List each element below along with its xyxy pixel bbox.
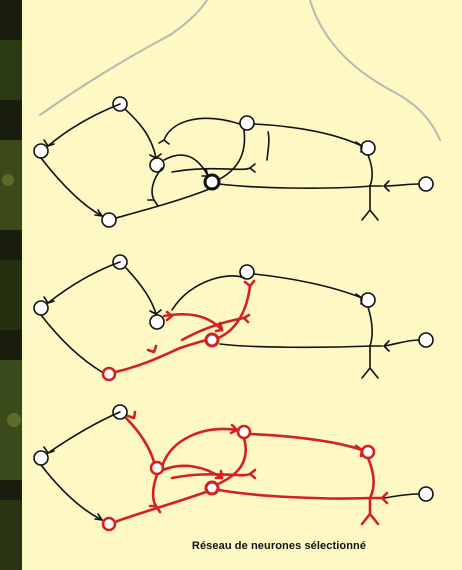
neuron-cell-4: [150, 158, 164, 172]
diagram-panel: Réseau de neurones sélectionné: [22, 0, 462, 570]
selected-neuron-cell-4: [151, 462, 163, 474]
diagram-caption: Réseau de neurones sélectionné: [154, 540, 404, 552]
neuron-cell-3: [102, 213, 116, 227]
neuron-cell-7: [361, 293, 375, 307]
neuron-cell-8: [419, 177, 433, 191]
neuron-cell-2: [34, 301, 48, 315]
selected-neuron-cell-3: [103, 518, 115, 530]
tissue-outline: [40, 0, 440, 140]
neuron-cell-2: [34, 451, 48, 465]
network-panel-3: [34, 405, 433, 530]
neuron-cell-2: [34, 144, 48, 158]
neuron-cell-4: [150, 315, 164, 329]
selected-neuron-cell-6: [206, 334, 218, 346]
neuron-cell-7: [361, 141, 375, 155]
selected-neuron-cell-3: [103, 368, 115, 380]
selected-neuron-cell-7: [362, 446, 374, 458]
network-panel-2: [34, 255, 433, 380]
network-panel-1: [34, 97, 433, 227]
neuron-cell-5: [240, 116, 254, 130]
neuron-cell-8: [419, 487, 433, 501]
left-photo-strip: [0, 0, 24, 570]
neural-network-diagram: [22, 0, 462, 570]
selected-neuron-cell-5: [238, 426, 250, 438]
selected-neuron-cell-6: [206, 482, 218, 494]
neuron-cell-6: [205, 175, 219, 189]
neuron-cell-8: [419, 333, 433, 347]
